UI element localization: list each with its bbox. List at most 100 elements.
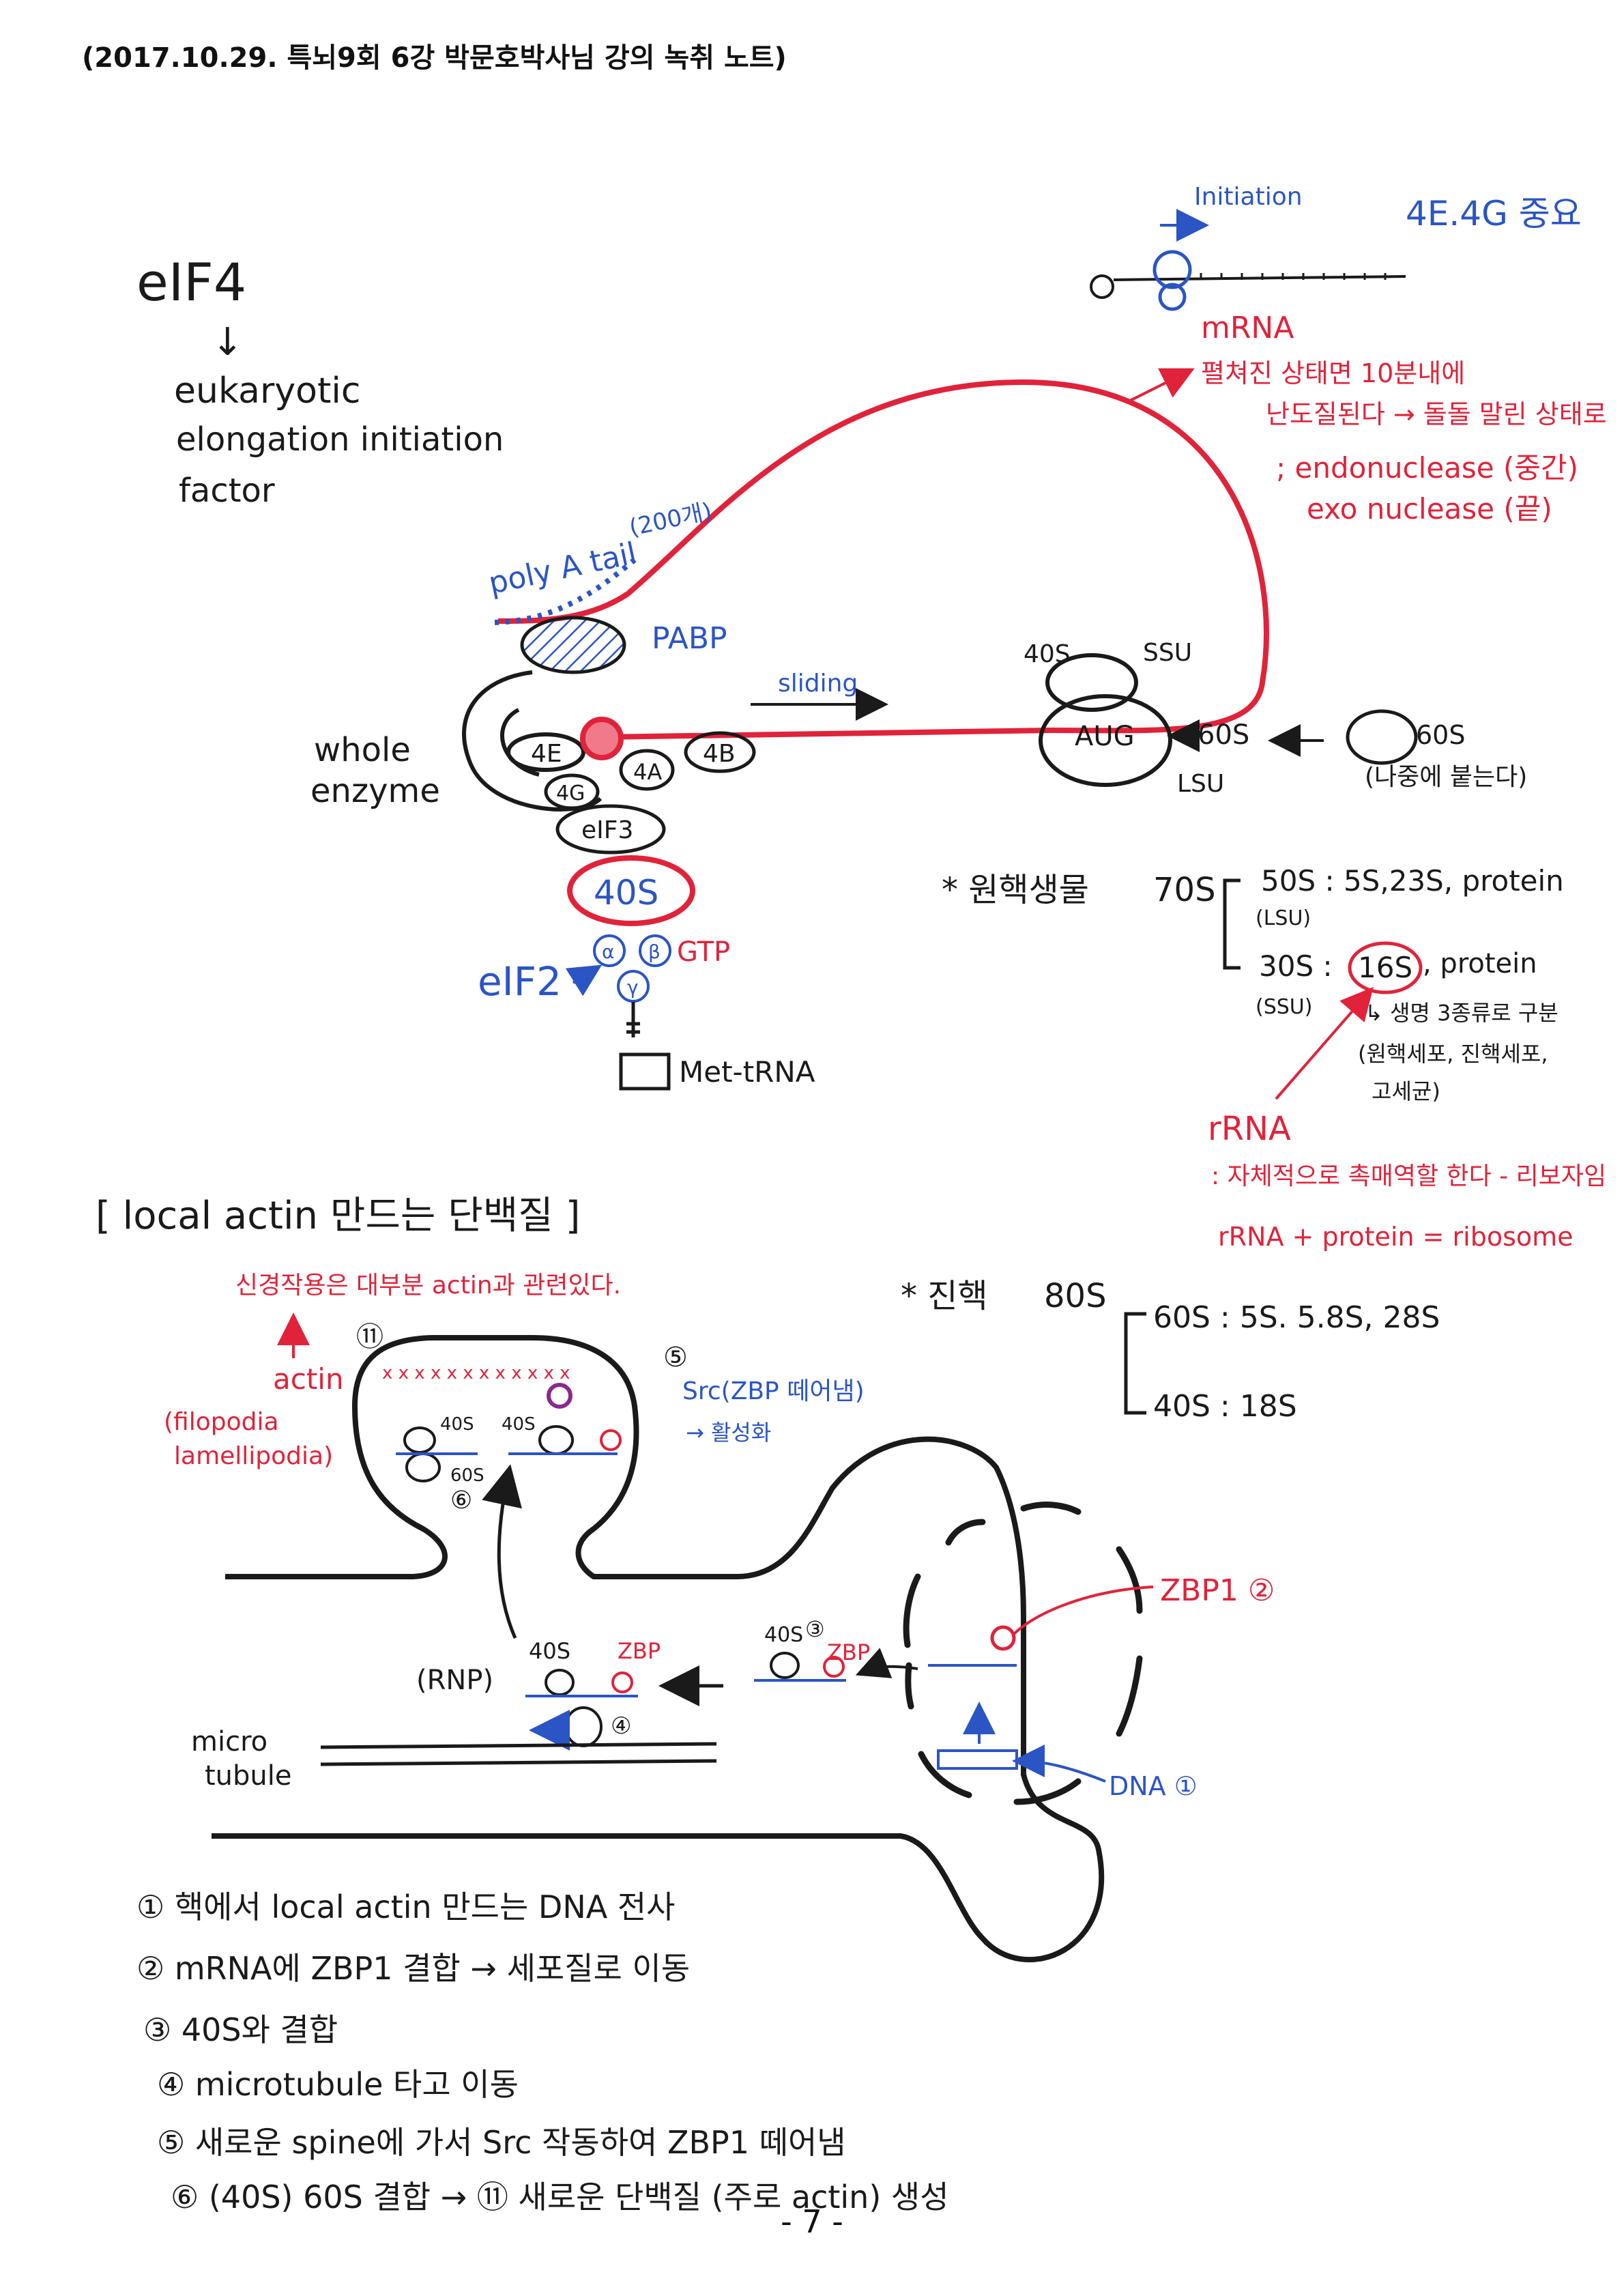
euk-60s: 60S : 5S. 5.8S, 28S: [1153, 1300, 1440, 1335]
eif-title: eIF4: [136, 252, 246, 313]
eif3-label: eIF3: [581, 816, 633, 844]
exit-40s: [770, 1652, 800, 1679]
ribo-60s: 60S: [1198, 719, 1249, 751]
spine-40s-b: [538, 1425, 574, 1455]
lamellipodia-label: lamellipodia): [174, 1442, 333, 1470]
factor-4e-label: 4E: [531, 740, 562, 768]
factor-4b-label: 4B: [703, 740, 736, 768]
mrna-note3: ; endonuclease (중간): [1276, 451, 1578, 485]
enzyme-label: enzyme: [310, 772, 440, 810]
factor-4e: [506, 732, 585, 772]
rnp-40s: [545, 1669, 575, 1696]
factor-4b: [684, 731, 756, 773]
prokaryote-label: * 원핵생물: [942, 871, 1089, 909]
rrna-eq: rRNA + protein = ribosome: [1218, 1222, 1574, 1252]
zbp1-label: ZBP1 ②: [1160, 1573, 1275, 1608]
scanning-ribosome: [1152, 250, 1192, 289]
local-actin-section: [ local actin 만드는 단백질 ] 신경작용은 대부분 actin과…: [96, 1194, 1275, 1963]
prok-70s: 70S: [1153, 871, 1216, 909]
eif2-arrow: [565, 964, 603, 996]
zbp1-pointer: [1012, 1585, 1154, 1636]
free-60s: [1346, 709, 1418, 765]
spine-60s: [405, 1452, 441, 1482]
ribo-lsu: LSU: [1177, 770, 1224, 798]
actin-label: actin: [273, 1362, 344, 1396]
num-5: ⑤: [663, 1342, 688, 1373]
prok-protein: , protein: [1423, 948, 1537, 979]
eukaryote-section: * 진핵 80S 60S : 5S. 5.8S, 28S 40S : 18S: [901, 1277, 1440, 1424]
page-header: (2017.10.29. 특뇌9회 6강 박문호박사님 강의 녹취 노트): [82, 42, 787, 74]
steps-list: ① 핵에서 local actin 만드는 DNA 전사 ② mRNA에 ZBP…: [136, 1889, 949, 2215]
factor-4g: [544, 773, 600, 810]
spine-40s-a-label: 40S: [440, 1414, 474, 1435]
prok-50s: 50S : 5S,23S, protein: [1261, 864, 1564, 898]
gamma-label: γ: [627, 976, 639, 999]
ribo-40s: 40S: [1024, 640, 1071, 668]
prokaryote-section: * 원핵생물 70S 50S : 5S,23S, protein (LSU) 3…: [942, 864, 1606, 1252]
prok-ssu: (SSU): [1256, 995, 1312, 1019]
prok-16s: 16S: [1358, 951, 1412, 984]
num-6: ⑥: [450, 1487, 472, 1515]
nuclear-envelope: [903, 1502, 1143, 1805]
eif-line1: eukaryotic: [174, 371, 360, 412]
mrna-note1: 펼쳐진 상태면 10분내에: [1201, 358, 1465, 388]
ribosome-ssu: [1045, 653, 1138, 712]
later-note: (나중에 붙는다): [1365, 763, 1527, 791]
rrna-label: rRNA: [1208, 1110, 1291, 1148]
prok-note2: (원핵세포, 진핵세포,: [1358, 1041, 1548, 1067]
pabp-label: PABP: [652, 621, 727, 656]
factor-4a-label: 4A: [633, 759, 662, 785]
mrna-loop: [497, 379, 1269, 740]
beta-label: β: [648, 941, 661, 963]
transport-up-arrow: [482, 1464, 522, 1639]
down-arrow: ↓: [212, 320, 244, 364]
poly-a-tail: [494, 557, 637, 625]
page-number: - 7 -: [781, 2203, 843, 2240]
euk-bracket: [1124, 1312, 1146, 1415]
note-arrow: [1125, 368, 1195, 404]
exit-zbp-label: ZBP: [827, 1639, 870, 1665]
num-11: ⑪: [356, 1321, 383, 1353]
rnp-label: (RNP): [416, 1665, 493, 1696]
pabp-shape: [520, 616, 626, 674]
eif2-beta: [639, 934, 671, 967]
alpha-label: α: [602, 941, 614, 963]
prok-note3: 고세균): [1372, 1078, 1440, 1104]
mrna-label: mRNA: [1201, 311, 1294, 345]
actin-crosses: x x x x x x x x x x x x: [382, 1363, 570, 1383]
eukaryote-label: * 진핵: [901, 1277, 988, 1315]
step-6: ⑥ (40S) 60S 결합 → ⑪ 새로운 단백질 (주로 actin) 생성: [171, 2179, 949, 2215]
factor-4g-label: 4G: [556, 781, 585, 805]
eif-definition: eIF4 ↓ eukaryotic elongation initiation …: [136, 252, 504, 510]
num-3: ③: [805, 1616, 825, 1642]
mrna-note2: 난도질된다 → 돌돌 말린 상태로: [1266, 399, 1607, 429]
eif2-label: eIF2: [478, 958, 562, 1005]
spine-60s-label: 60S: [450, 1465, 484, 1486]
step-3: ③ 40S와 결합: [143, 2011, 338, 2048]
eif2-alpha: [593, 934, 626, 967]
s40-label: 40S: [594, 873, 658, 913]
euk-40s: 40S : 18S: [1153, 1389, 1297, 1424]
factor-4a: [619, 749, 675, 791]
eif-line2: elongation initiation: [176, 420, 504, 459]
step-5: ⑤ 새로운 spine에 가서 Src 작동하여 ZBP1 떼어냄: [157, 2124, 846, 2161]
filopodia-label: (filopodia: [164, 1408, 279, 1436]
src-dot: [547, 1383, 572, 1409]
mrna-strand: [1113, 275, 1406, 281]
trna-box: [619, 1052, 671, 1091]
step-1: ① 핵에서 local actin 만드는 DNA 전사: [136, 1889, 675, 1925]
spine-40s-a: [403, 1426, 436, 1454]
nuclear-zbp1: [990, 1625, 1016, 1651]
mrna-ticks: [1200, 273, 1387, 280]
micro-label: micro: [191, 1726, 267, 1757]
neural-note: 신경작용은 대부분 actin과 관련있다.: [235, 1272, 621, 1300]
prok-lsu: (LSU): [1256, 906, 1311, 930]
trna-stem: [626, 1002, 640, 1037]
rnp-40s-label: 40S: [529, 1638, 570, 1664]
eif3-shape: [555, 804, 666, 855]
src-label: Src(ZBP 떼어냄): [682, 1377, 865, 1405]
spine-zbp: [600, 1429, 622, 1451]
eif-line3: factor: [179, 472, 275, 510]
poly-a-tail-label: poly A tail: [486, 536, 640, 601]
